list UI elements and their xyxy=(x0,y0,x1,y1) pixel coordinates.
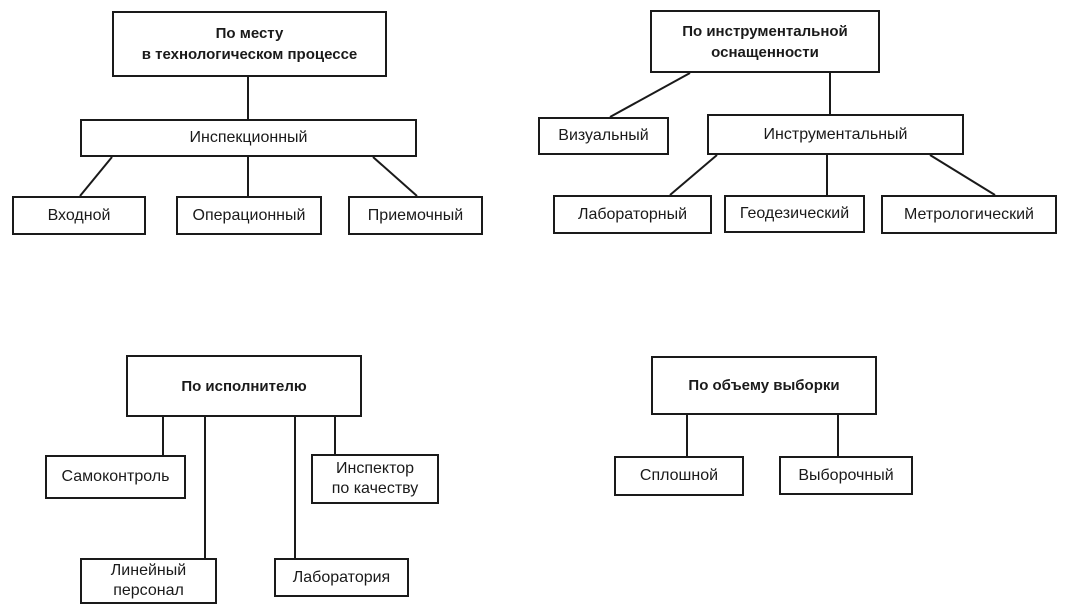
connector xyxy=(79,156,113,197)
connector xyxy=(669,154,718,196)
node-inspection: Инспекционный xyxy=(80,119,417,157)
node-incoming: Входной xyxy=(12,196,146,235)
node-laboratory-method: Лабораторный xyxy=(553,195,712,234)
node-laboratory: Лаборатория xyxy=(274,558,409,597)
node-acceptance: Приемочный xyxy=(348,196,483,235)
node-operational: Операционный xyxy=(176,196,322,235)
node-geodetic: Геодезический xyxy=(724,195,865,233)
connector xyxy=(929,154,996,196)
node-line-personnel: Линейный персонал xyxy=(80,558,217,604)
node-selective: Выборочный xyxy=(779,456,913,495)
connector xyxy=(609,72,691,118)
root-box-sample-size: По объему выборки xyxy=(651,356,877,415)
root-box-tooling: По инструментальной оснащенности xyxy=(650,10,880,73)
node-instrumental: Инструментальный xyxy=(707,114,964,155)
node-quality-inspector: Инспектор по качеству xyxy=(311,454,439,504)
root-box-executor: По исполнителю xyxy=(126,355,362,417)
node-visual: Визуальный xyxy=(538,117,669,155)
node-continuous: Сплошной xyxy=(614,456,744,496)
node-self-control: Самоконтроль xyxy=(45,455,186,499)
connector xyxy=(372,156,418,197)
node-metrological: Метрологический xyxy=(881,195,1057,234)
root-box-place-in-process: По месту в технологическом процессе xyxy=(112,11,387,77)
